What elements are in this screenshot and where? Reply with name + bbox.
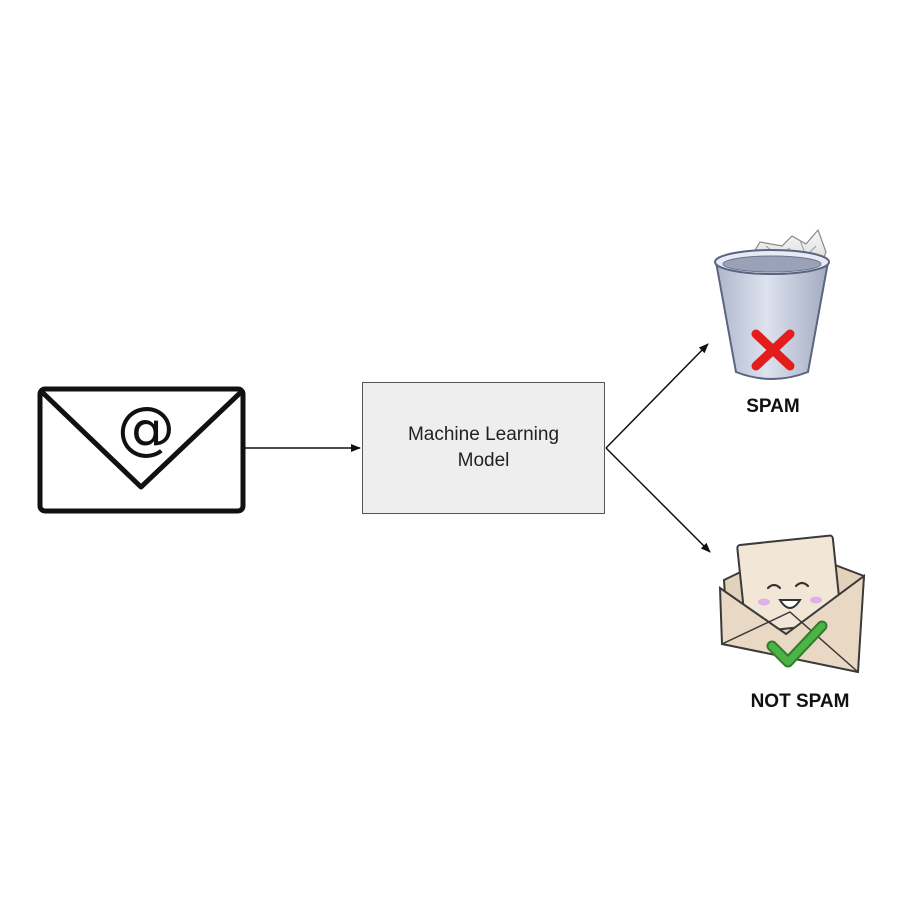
at-symbol: @ <box>117 394 175 462</box>
ml-model-label-line1: Machine Learning <box>407 424 560 445</box>
email-envelope-icon: @ <box>37 386 246 514</box>
green-check-icon <box>766 620 828 668</box>
ml-model-box: Machine Learning Model <box>362 382 605 514</box>
not-spam-label: NOT SPAM <box>750 691 850 712</box>
spam-label: SPAM <box>746 396 800 417</box>
happy-envelope-icon <box>718 534 866 674</box>
ml-model-label: Machine Learning Model <box>384 422 584 474</box>
red-x-icon <box>751 329 795 371</box>
ml-model-label-line2: Model <box>457 450 510 471</box>
spam-arrow <box>605 343 709 449</box>
trash-can-icon <box>714 228 830 380</box>
not-spam-arrow <box>605 447 711 553</box>
